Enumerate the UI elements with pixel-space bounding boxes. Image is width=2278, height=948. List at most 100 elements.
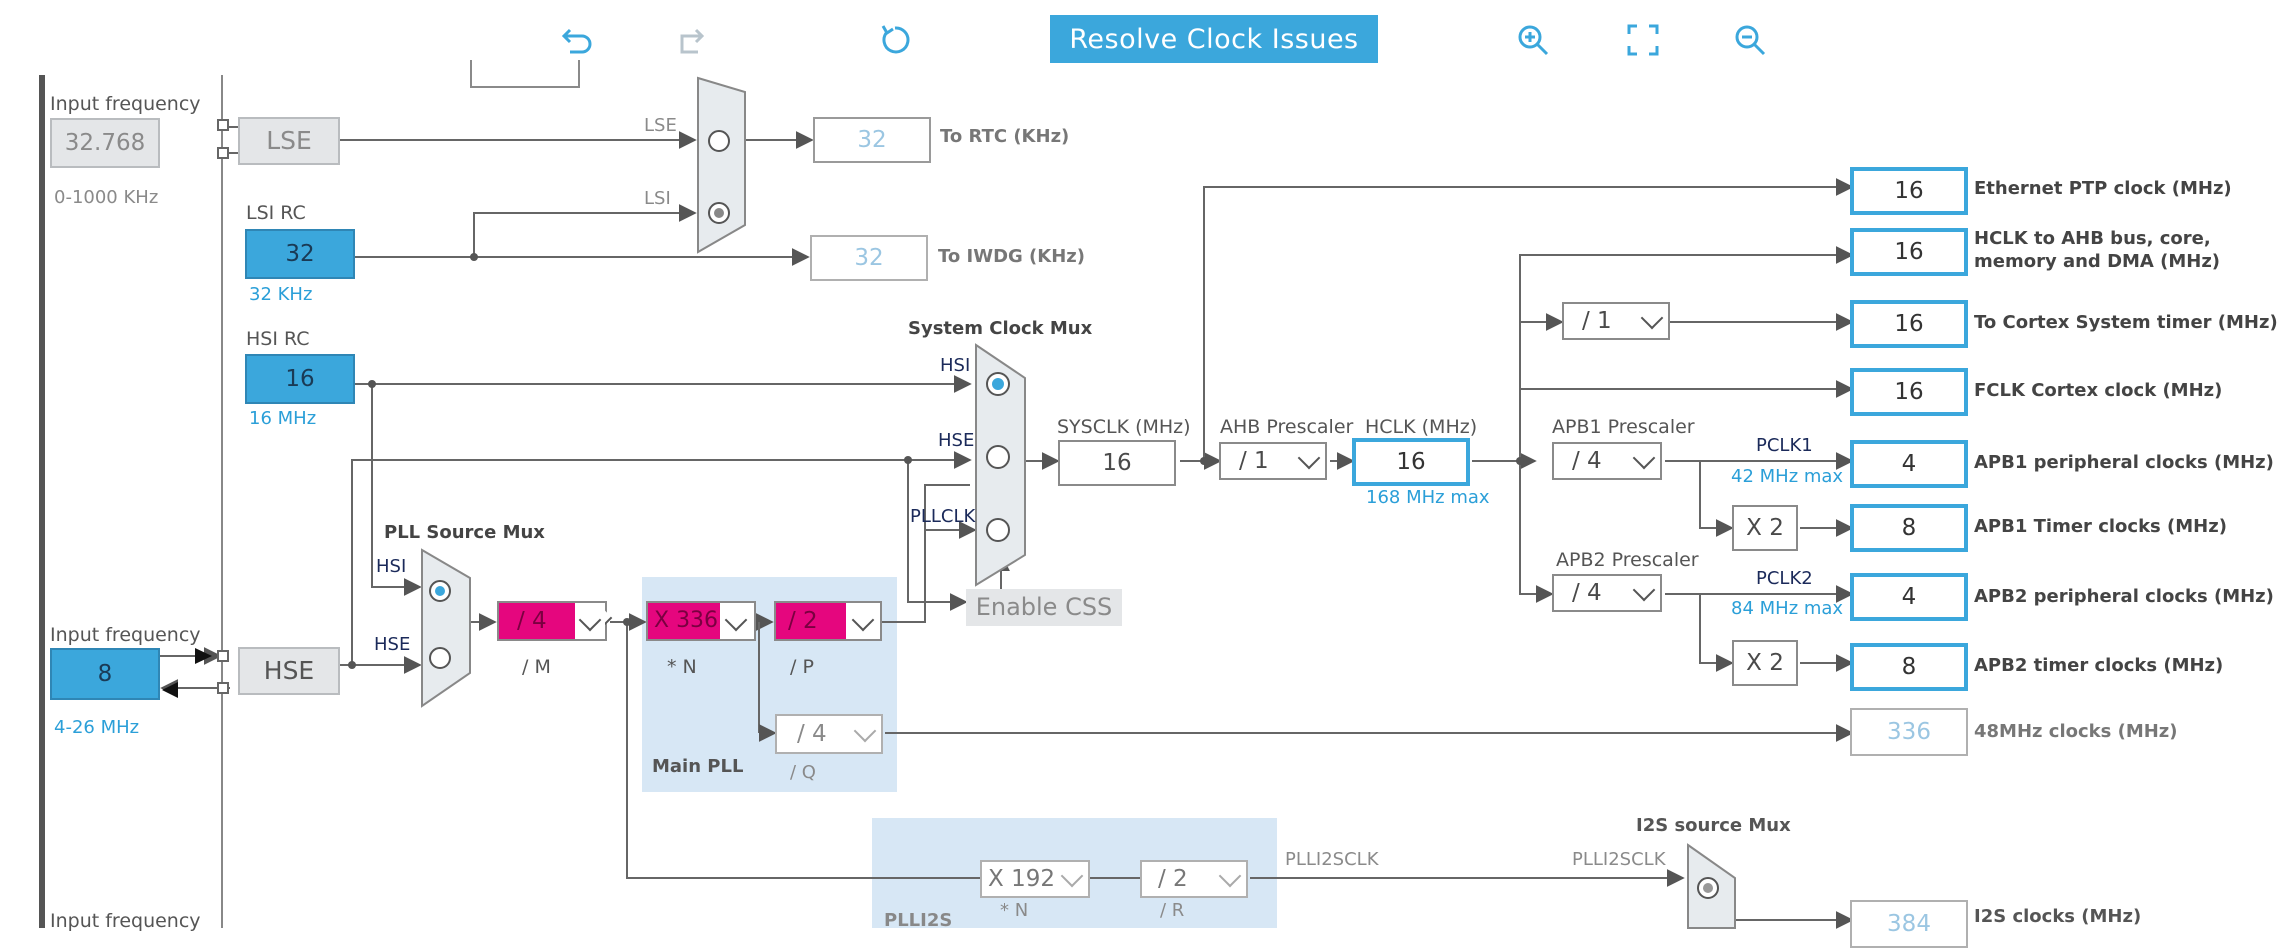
rtc-mux-lse-label: LSE bbox=[644, 115, 677, 136]
hsi-rc-value[interactable]: 16 bbox=[245, 354, 355, 404]
pclk1-label: PCLK1 bbox=[1756, 435, 1813, 456]
ethernet-ptp-clock-label: Ethernet PTP clock (MHz) bbox=[1974, 178, 2232, 199]
sysclk-mux-hsi-label: HSI bbox=[940, 355, 971, 376]
hclk-value[interactable]: 16 bbox=[1352, 438, 1470, 486]
main-pll-label: Main PLL bbox=[652, 756, 744, 777]
pll-q-value: / 4 bbox=[797, 721, 827, 747]
refresh-icon[interactable] bbox=[877, 22, 913, 58]
hclk-max-label: 168 MHz max bbox=[1366, 487, 1490, 508]
pll-n-value: X 336 bbox=[654, 603, 719, 639]
i2s-source-mux-title: I2S source Mux bbox=[1636, 815, 1791, 836]
plli2s-r-divider-select[interactable]: / 2 bbox=[1140, 860, 1248, 898]
enable-css-button[interactable]: Enable CSS bbox=[966, 589, 1122, 626]
redo-icon[interactable] bbox=[670, 22, 706, 58]
chevron-down-icon bbox=[853, 719, 877, 743]
apb2-timer-clocks-value[interactable]: 8 bbox=[1850, 643, 1968, 691]
plli2s-n-label: * N bbox=[1000, 900, 1029, 921]
plli2sclk-label: PLLI2SCLK bbox=[1285, 849, 1379, 870]
rtc-mux-lsi-label: LSI bbox=[644, 188, 671, 209]
fclk-cortex-value[interactable]: 16 bbox=[1850, 368, 1968, 416]
i2s-clocks-value: 384 bbox=[1850, 900, 1968, 948]
top-stub-box bbox=[470, 60, 580, 88]
apb1-prescaler-select[interactable]: / 4 bbox=[1552, 442, 1662, 480]
select-arrow-cell bbox=[846, 603, 880, 639]
ethernet-ptp-clock-value[interactable]: 16 bbox=[1850, 167, 1968, 215]
cortex-system-timer-label: To Cortex System timer (MHz) bbox=[1974, 312, 2278, 333]
system-clock-mux-title: System Clock Mux bbox=[908, 318, 1093, 339]
pclk2-max-label: 84 MHz max bbox=[1731, 598, 1844, 619]
lse-input-frequency-field[interactable]: 32.768 bbox=[50, 118, 160, 168]
plli2s-block-label: PLLI2S bbox=[884, 910, 953, 931]
fit-screen-icon[interactable] bbox=[1625, 22, 1661, 58]
iwdg-output-value: 32 bbox=[810, 235, 928, 281]
apb2-peripheral-clocks-value[interactable]: 4 bbox=[1850, 573, 1968, 621]
pll-m-label: / M bbox=[522, 656, 551, 678]
clock-tree-wiring bbox=[39, 75, 1854, 929]
pll-source-mux-title: PLL Source Mux bbox=[384, 522, 545, 543]
chevron-down-icon bbox=[1218, 864, 1242, 888]
ahb-prescaler-label: AHB Prescaler bbox=[1220, 416, 1354, 438]
apb2-timer-clocks-label: APB2 timer clocks (MHz) bbox=[1974, 655, 2224, 676]
ahb-prescaler-select[interactable]: / 1 bbox=[1219, 442, 1327, 480]
apb1-prescaler-label: APB1 Prescaler bbox=[1552, 416, 1695, 438]
rtc-output-label: To RTC (KHz) bbox=[940, 126, 1070, 147]
apb1-peripheral-clocks-value[interactable]: 4 bbox=[1850, 440, 1968, 488]
iwdg-output-label: To IWDG (KHz) bbox=[938, 246, 1085, 267]
hse-input-frequency-field[interactable]: 8 bbox=[50, 648, 160, 700]
lse-range-label: 0-1000 KHz bbox=[54, 187, 159, 208]
rtc-output-value: 32 bbox=[813, 117, 931, 163]
chevron-down-icon bbox=[1060, 864, 1084, 888]
chevron-down-icon bbox=[1632, 446, 1656, 470]
cortex-system-timer-value[interactable]: 16 bbox=[1850, 300, 1968, 348]
lsi-rc-value[interactable]: 32 bbox=[245, 229, 355, 279]
hclk-ahb-value[interactable]: 16 bbox=[1850, 228, 1968, 276]
lsi-freq-label: 32 KHz bbox=[249, 284, 313, 305]
apb2-prescaler-select[interactable]: / 4 bbox=[1552, 574, 1662, 612]
sysclk-label: SYSCLK (MHz) bbox=[1057, 416, 1191, 438]
select-arrow-cell bbox=[575, 603, 605, 639]
zoom-in-icon[interactable] bbox=[1515, 22, 1551, 58]
hse-block[interactable]: HSE bbox=[238, 647, 340, 695]
pclk1-max-label: 42 MHz max bbox=[1731, 466, 1844, 487]
apb2-peripheral-clocks-label: APB2 peripheral clocks (MHz) bbox=[1974, 586, 2274, 607]
plli2s-r-value: / 2 bbox=[1158, 866, 1188, 892]
plli2s-n-multiplier-select[interactable]: X 192 bbox=[980, 860, 1090, 898]
zoom-out-icon[interactable] bbox=[1732, 22, 1768, 58]
pll-source-mux bbox=[421, 548, 471, 708]
bottom-input-frequency-label: Input frequency bbox=[50, 910, 201, 932]
hse-input-frequency-label: Input frequency bbox=[50, 624, 201, 646]
pclk2-label: PCLK2 bbox=[1756, 568, 1813, 589]
pll-n-label: * N bbox=[667, 656, 697, 678]
sysclk-value[interactable]: 16 bbox=[1058, 440, 1176, 486]
apb1-prescaler-value: / 4 bbox=[1572, 448, 1602, 474]
chevron-down-icon bbox=[1297, 446, 1321, 470]
cortex-timer-divider-value: / 1 bbox=[1582, 308, 1612, 334]
sysclk-mux-hse-label: HSE bbox=[938, 430, 975, 451]
chevron-down-icon bbox=[1632, 578, 1656, 602]
lse-block[interactable]: LSE bbox=[238, 117, 340, 165]
sysclk-mux-pllclk-label: PLLCLK bbox=[910, 506, 976, 527]
hclk-ahb-label: HCLK to AHB bus, core, bbox=[1974, 228, 2211, 249]
hse-range-label: 4-26 MHz bbox=[54, 717, 140, 738]
pll-p-label: / P bbox=[790, 656, 814, 678]
apb1-timer-clocks-label: APB1 Timer clocks (MHz) bbox=[1974, 516, 2227, 537]
apb2-prescaler-label: APB2 Prescaler bbox=[1556, 549, 1699, 571]
undo-icon[interactable] bbox=[560, 22, 596, 58]
pll-src-hse-label: HSE bbox=[374, 634, 411, 655]
cortex-timer-divider-select[interactable]: / 1 bbox=[1562, 302, 1670, 340]
apb1-timer-multiplier: X 2 bbox=[1732, 505, 1798, 551]
pll-p-value: / 2 bbox=[788, 603, 818, 639]
pll-q-label: / Q bbox=[790, 762, 816, 783]
resolve-clock-issues-button[interactable]: Resolve Clock Issues bbox=[1050, 15, 1378, 63]
clk48-value: 336 bbox=[1850, 708, 1968, 756]
apb1-peripheral-clocks-label: APB1 peripheral clocks (MHz) bbox=[1974, 452, 2274, 473]
apb1-timer-clocks-value[interactable]: 8 bbox=[1850, 504, 1968, 552]
hclk-label: HCLK (MHz) bbox=[1365, 416, 1478, 438]
plli2sclk-mux-label: PLLI2SCLK bbox=[1572, 849, 1666, 870]
pll-src-hsi-label: HSI bbox=[376, 556, 407, 577]
ahb-prescaler-value: / 1 bbox=[1239, 448, 1269, 474]
hsi-freq-label: 16 MHz bbox=[249, 408, 317, 429]
pll-m-value: / 4 bbox=[517, 603, 547, 639]
lse-input-frequency-label: Input frequency bbox=[50, 93, 201, 115]
pll-q-divider-select[interactable]: / 4 bbox=[775, 714, 883, 754]
